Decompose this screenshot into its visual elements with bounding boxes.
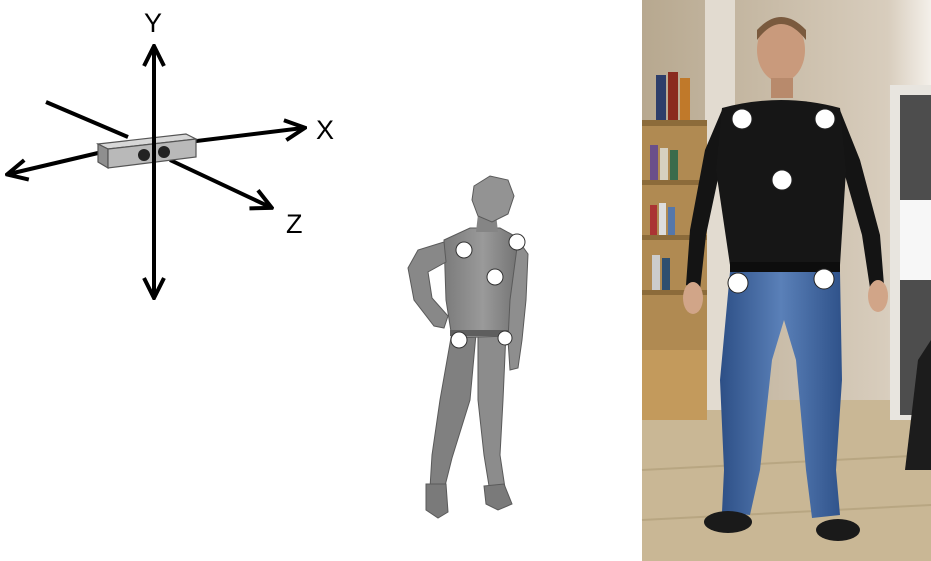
avatar-marker-chest bbox=[487, 269, 503, 285]
photo-floor bbox=[642, 400, 931, 561]
photo-marker-left-hip bbox=[728, 273, 748, 293]
axes-diagram: Y X Z bbox=[9, 8, 334, 296]
photo-marker-chest bbox=[772, 170, 792, 190]
photo-marker-right-hip bbox=[814, 269, 834, 289]
sensor-lens-icon bbox=[158, 146, 170, 158]
person-photo bbox=[642, 0, 931, 561]
photo-person-left-shoe bbox=[704, 511, 752, 533]
photo-marker-right-shoulder bbox=[815, 109, 835, 129]
z-axis-back-line bbox=[46, 102, 128, 137]
depth-sensor-icon bbox=[98, 134, 196, 168]
avatar-left-arm bbox=[408, 242, 448, 328]
avatar-marker-right-hip bbox=[498, 331, 512, 345]
avatar-left-shoe bbox=[426, 484, 448, 518]
avatar-marker-left-shoulder bbox=[456, 242, 472, 258]
avatar-marker-left-hip bbox=[451, 332, 467, 348]
z-axis-arrow bbox=[170, 160, 270, 207]
y-axis-label: Y bbox=[144, 8, 162, 38]
avatar-marker-right-shoulder bbox=[509, 234, 525, 250]
photo-marker-left-shoulder bbox=[732, 109, 752, 129]
avatar-head bbox=[472, 176, 514, 222]
avatar-model bbox=[408, 176, 528, 518]
x-axis-label: X bbox=[316, 115, 334, 145]
avatar-left-leg bbox=[430, 332, 476, 490]
avatar-right-leg bbox=[478, 332, 506, 492]
photo-person-right-shoe bbox=[816, 519, 860, 541]
z-axis-label: Z bbox=[286, 209, 303, 239]
avatar-right-shoe bbox=[484, 484, 512, 510]
x-axis-negative-arrow bbox=[9, 153, 98, 174]
sensor-lens-icon bbox=[138, 149, 150, 161]
